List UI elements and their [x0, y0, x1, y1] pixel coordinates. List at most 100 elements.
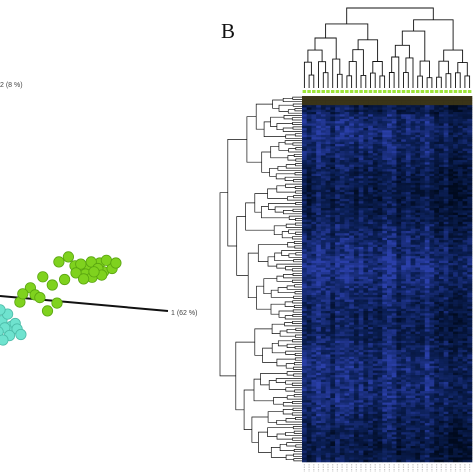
heatmap-cell [396, 105, 402, 108]
heatmap-cell [363, 249, 369, 252]
heatmap-cell [306, 301, 312, 305]
heatmap-cell [405, 192, 411, 195]
heatmap-cell [302, 137, 308, 140]
heatmap-cell [457, 388, 463, 392]
heatmap-cell [457, 253, 463, 257]
heatmap-cell [396, 359, 402, 362]
heatmap-cell [382, 340, 388, 344]
heatmap-cell [302, 180, 308, 184]
heatmap-cell [302, 352, 308, 355]
heatmap-cell [330, 182, 336, 186]
heatmap-cell [401, 317, 407, 321]
heatmap-cell [457, 205, 463, 209]
heatmap-cell [339, 333, 345, 337]
heatmap-cell [387, 160, 393, 163]
heatmap-cell [320, 274, 326, 278]
heatmap-cell [320, 237, 326, 241]
heatmap-cell [311, 203, 317, 207]
heatmap-cell [429, 112, 435, 115]
column-leaf-marker [363, 90, 368, 93]
heatmap-cell [306, 139, 312, 143]
heatmap-cell [302, 102, 308, 106]
heatmap-cell [401, 308, 407, 312]
heatmap-cell [349, 276, 355, 280]
heatmap-cell [453, 386, 459, 390]
heatmap-cell [372, 290, 378, 294]
heatmap-cell [349, 359, 355, 362]
heatmap-cell [391, 217, 397, 220]
heatmap-cell [396, 324, 402, 328]
heatmap-cell [405, 189, 411, 193]
heatmap-cell [415, 295, 421, 298]
heatmap-cell [377, 137, 383, 140]
heatmap-cell [391, 301, 397, 305]
heatmap-cell [396, 230, 402, 234]
heatmap-cell [462, 365, 468, 369]
heatmap-cell [372, 377, 378, 380]
heatmap-cell [410, 178, 416, 181]
heatmap-cell [443, 269, 449, 273]
heatmap-cell [415, 171, 421, 175]
heatmap-cell [344, 262, 350, 266]
heatmap-cell [339, 359, 345, 362]
heatmap-cell [448, 384, 454, 387]
heatmap-cell [420, 256, 426, 259]
heatmap-cell [387, 279, 393, 282]
heatmap-cell [424, 379, 430, 383]
heatmap-cell [311, 134, 317, 138]
heatmap-cell [391, 219, 397, 223]
heatmap-cell [415, 208, 421, 211]
heatmap-cell [335, 313, 341, 316]
row-dendrogram-branch [292, 208, 302, 212]
heatmap-cell [320, 308, 326, 312]
heatmap-cell [353, 109, 359, 113]
heatmap-cell [391, 311, 397, 314]
heatmap-cell [311, 272, 317, 275]
heatmap-cell [339, 249, 345, 252]
heatmap-cell [344, 203, 350, 207]
heatmap-cell [405, 155, 411, 159]
heatmap-cell [443, 203, 449, 207]
heatmap-cell [372, 226, 378, 229]
heatmap-cell [387, 182, 393, 186]
heatmap-cell [429, 352, 435, 355]
heatmap-cell [339, 150, 345, 154]
heatmap-cell [335, 237, 341, 241]
heatmap-cell [335, 192, 341, 195]
heatmap-cell [320, 262, 326, 266]
heatmap-cell [391, 260, 397, 264]
heatmap-cell [457, 301, 463, 305]
heatmap-cell [387, 274, 393, 278]
heatmap-cell [443, 391, 449, 394]
heatmap-cell [339, 116, 345, 120]
heatmap-cell [306, 109, 312, 113]
heatmap-cell [353, 301, 359, 305]
heatmap-cell [391, 338, 397, 342]
heatmap-cell [453, 354, 459, 358]
row-dendrogram-branch [292, 96, 302, 100]
heatmap-cell [344, 173, 350, 177]
heatmap-cell [410, 230, 416, 234]
heatmap-cell [325, 237, 331, 241]
heatmap-cell [382, 347, 388, 351]
heatmap-cell [358, 253, 364, 257]
heatmap-cell [467, 297, 473, 300]
heatmap-cell [457, 338, 463, 342]
heatmap-cell [467, 288, 473, 291]
heatmap-cell [344, 233, 350, 236]
heatmap-cell [339, 198, 345, 202]
heatmap-cell [320, 121, 326, 124]
heatmap-cell [429, 107, 435, 111]
row-dendrogram-branch [292, 272, 302, 276]
heatmap-cell [429, 384, 435, 387]
heatmap-cell [462, 299, 468, 303]
heatmap-cell [335, 352, 341, 355]
heatmap-cell [335, 141, 341, 145]
heatmap-cell [434, 178, 440, 181]
heatmap-cell [349, 283, 355, 287]
heatmap-cell [372, 173, 378, 177]
heatmap-cell [349, 301, 355, 305]
heatmap-cell [438, 102, 444, 106]
heatmap-cell [448, 349, 454, 353]
heatmap-cell [424, 388, 430, 392]
